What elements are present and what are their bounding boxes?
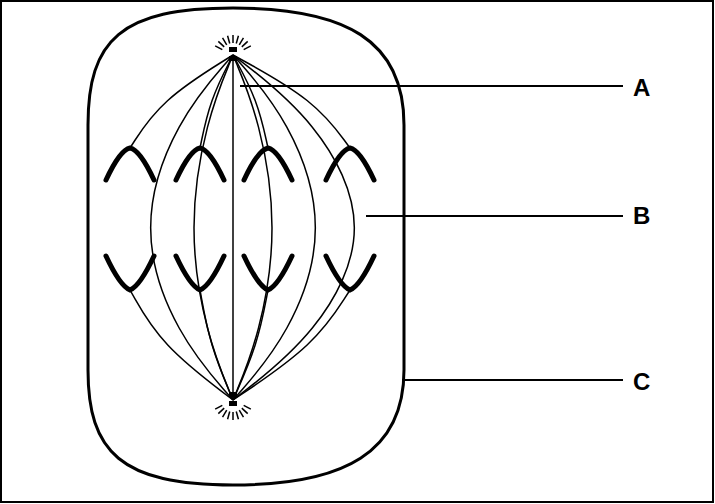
part-label: B: [633, 204, 650, 228]
chromatid: [106, 148, 154, 180]
chromatid: [176, 148, 224, 180]
aster-ray: [223, 410, 227, 417]
aster-ray: [236, 36, 238, 44]
centrioles: [215, 35, 251, 420]
spindle-fiber: [233, 55, 268, 148]
leader-line: [240, 85, 623, 87]
centriole: [229, 401, 237, 406]
spindle-fiber: [200, 290, 233, 400]
aster-ray: [242, 41, 248, 46]
aster-ray: [244, 405, 251, 409]
chromatid: [106, 256, 154, 290]
leader-line: [402, 379, 623, 381]
centriole: [229, 56, 237, 61]
aster-ray: [236, 412, 238, 420]
aster-ray: [228, 412, 230, 420]
aster-ray: [215, 46, 222, 50]
spindle-fiber: [233, 290, 350, 400]
spindle-fiber: [130, 290, 233, 400]
aster-ray: [218, 408, 224, 413]
aster-ray: [244, 46, 251, 50]
spindle-fiber: [194, 55, 233, 400]
spindle-fiber: [151, 55, 233, 400]
chromatid: [176, 256, 224, 290]
aster-ray: [223, 38, 227, 45]
chromatid: [244, 256, 292, 290]
chromatid: [326, 256, 374, 290]
spindle-fiber: [233, 55, 354, 400]
aster-ray: [239, 38, 243, 45]
aster-ray: [242, 408, 248, 413]
aster-ray: [232, 35, 234, 43]
cell-membrane: [88, 8, 404, 485]
centriole: [229, 392, 237, 397]
chromosomes: [106, 148, 374, 290]
aster-ray: [215, 405, 222, 409]
aster-ray: [218, 41, 224, 46]
spindle-fiber: [232, 55, 234, 400]
part-label: C: [633, 370, 650, 394]
spindle-fiber: [233, 55, 350, 148]
leader-line: [366, 215, 623, 217]
chromatid: [244, 148, 292, 180]
spindle-fiber: [130, 55, 233, 148]
chromatid: [326, 148, 374, 180]
spindle-fiber: [233, 55, 272, 400]
spindle-fibers: [130, 55, 354, 400]
aster-ray: [232, 412, 234, 420]
part-label: A: [633, 76, 650, 100]
aster-ray: [228, 36, 230, 44]
leader-lines: [240, 86, 623, 380]
aster-ray: [239, 410, 243, 417]
centriole: [229, 47, 237, 52]
spindle-fiber: [200, 55, 233, 148]
spindle-fiber: [233, 290, 268, 400]
